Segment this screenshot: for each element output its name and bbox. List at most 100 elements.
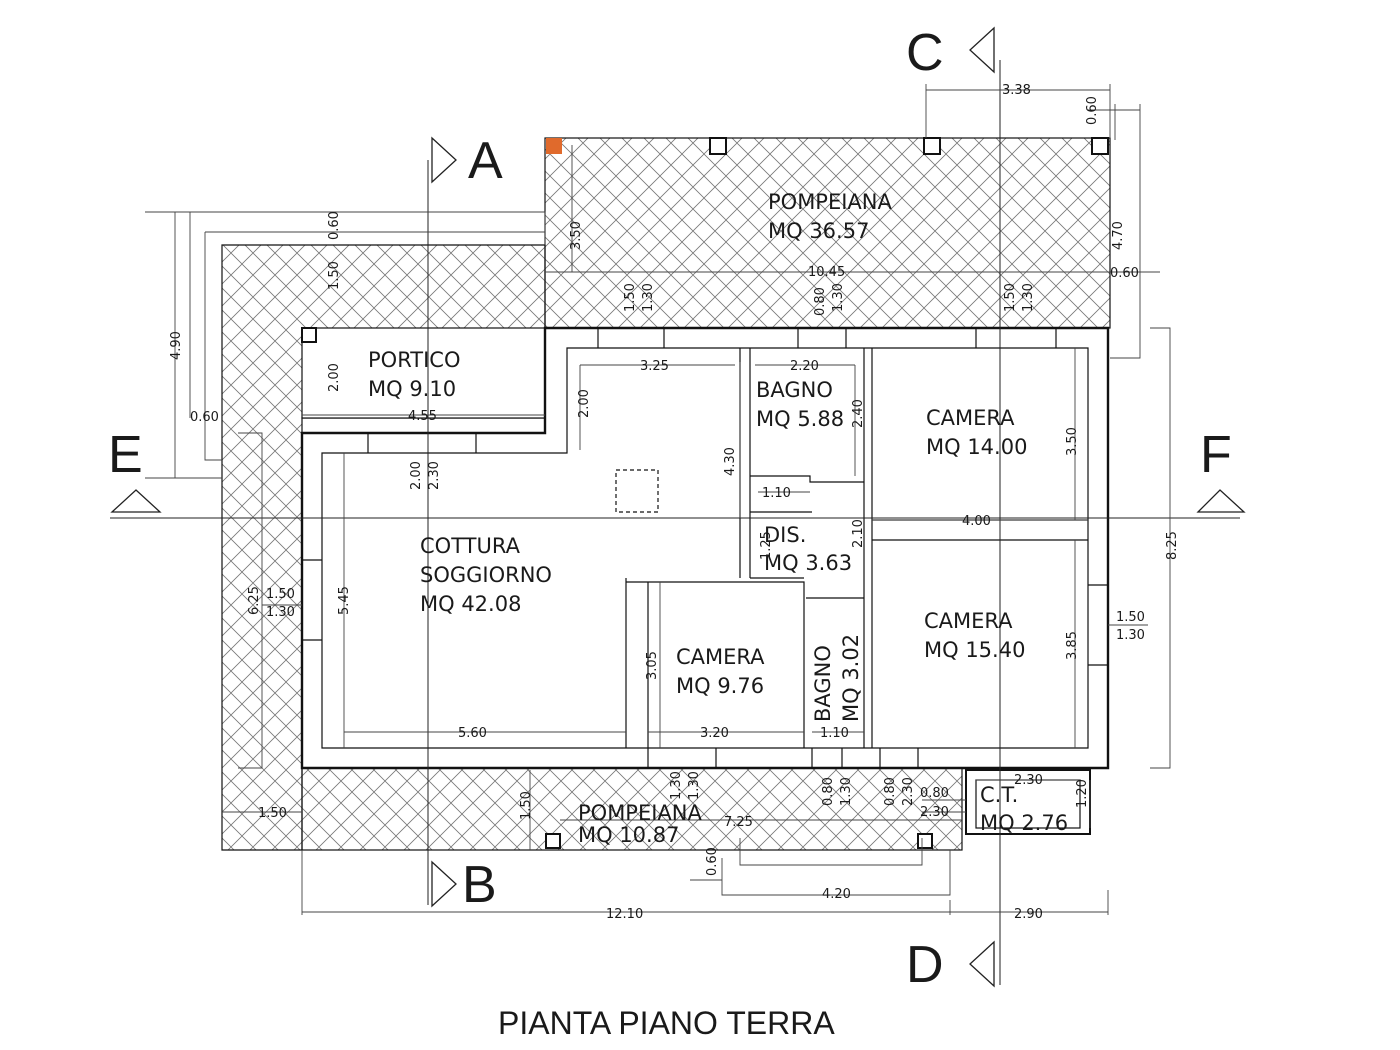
dimension-label: 1.50 <box>623 283 638 312</box>
dimension-label: 1.50 <box>327 261 342 290</box>
room-labels: POMPEIANA MQ 36.57 PORTICO MQ 9.10 BAGNO… <box>368 190 1068 847</box>
dimension-label: 0.80 <box>883 777 898 806</box>
window-bottom-2 <box>811 748 843 768</box>
section-f-arrow-icon <box>1196 489 1246 513</box>
dimension-label: 12.10 <box>606 907 643 922</box>
partition-bagno-dis <box>750 475 864 483</box>
dimension-label: 1.30 <box>669 771 684 800</box>
section-a-label: A <box>468 132 503 190</box>
building-walls <box>300 326 1110 770</box>
section-c-label: C <box>906 24 944 82</box>
pompeiana-bottom-area <box>301 767 963 851</box>
dimension-label: 1.10 <box>762 486 791 501</box>
portico-door <box>367 433 477 453</box>
section-b-label: B <box>462 856 497 914</box>
page-title: PIANTA PIANO TERRA <box>498 1005 835 1041</box>
dimension-label: 3.20 <box>700 726 729 741</box>
room-dis-area: MQ 3.63 <box>764 551 852 575</box>
dimension-label: 2.30 <box>1014 773 1043 788</box>
section-a-arrow-icon <box>431 136 457 184</box>
room-pompeiana-top-name: POMPEIANA <box>768 190 893 214</box>
post <box>1091 137 1109 155</box>
column-marker <box>615 469 659 513</box>
room-camera1-name: CAMERA <box>926 406 1015 430</box>
dimension-label: 2.10 <box>851 519 866 548</box>
room-camera1-area: MQ 14.00 <box>926 435 1027 459</box>
window-bottom-3 <box>879 748 919 768</box>
room-camera3-name: CAMERA <box>676 645 765 669</box>
dimension-label: 1.30 <box>1021 283 1036 312</box>
room-pompeiana-bottom-area: MQ 10.87 <box>578 823 679 847</box>
room-ct-area: MQ 2.76 <box>980 811 1068 835</box>
dimension-label: 4.30 <box>723 447 738 476</box>
room-bagno2-area: MQ 3.02 <box>839 634 863 722</box>
dimension-label: 0.80 <box>821 777 836 806</box>
dimension-label: 2.00 <box>409 461 424 490</box>
dimension-label: 3.50 <box>569 221 584 250</box>
dimension-label: 2.30 <box>427 461 442 490</box>
inner-wall-outline <box>321 347 1089 749</box>
dimension-label: 1.50 <box>1003 283 1018 312</box>
dimension-label: 4.55 <box>408 409 437 424</box>
section-e-arrow-icon <box>110 489 162 513</box>
outer-wall <box>300 326 1110 770</box>
dimension-label: 1.30 <box>641 283 656 312</box>
dimension-label: 1.50 <box>258 806 287 821</box>
dimension-label: 4.90 <box>169 331 184 360</box>
room-pompeiana-bottom-name: POMPEIANA <box>578 801 703 825</box>
partition-dis-bagno <box>750 511 812 579</box>
section-d-arrow-icon <box>969 940 995 988</box>
room-portico-name: PORTICO <box>368 348 460 372</box>
dimension-label: 0.60 <box>327 211 342 240</box>
post <box>545 833 561 849</box>
dimension-label: 3.85 <box>1065 631 1080 660</box>
dimension-lines <box>145 84 1171 915</box>
section-lines: A B C D E F <box>108 24 1246 994</box>
dimension-label: 1.25 <box>759 531 774 560</box>
dimension-label: 2.20 <box>790 359 819 374</box>
section-b-arrow-icon <box>431 860 457 908</box>
section-f-label: F <box>1200 426 1232 484</box>
room-ct-name: C.T. <box>980 783 1018 807</box>
room-bagno2-name: BAGNO <box>811 645 835 722</box>
corner-post-highlight <box>546 138 562 154</box>
room-camera3-area: MQ 9.76 <box>676 674 764 698</box>
dimension-label: 0.80 <box>920 786 949 801</box>
room-soggiorno-line1: COTTURA <box>420 534 521 558</box>
room-camera2-area: MQ 15.40 <box>924 638 1025 662</box>
dimension-label: 1.30 <box>266 605 295 620</box>
dimension-label: 1.30 <box>687 771 702 800</box>
dimension-label: 1.20 <box>1075 779 1090 808</box>
dimension-label: 1.30 <box>839 777 854 806</box>
dimension-label: 2.30 <box>901 777 916 806</box>
dimension-label: 1.50 <box>519 791 534 820</box>
dimension-label: 4.00 <box>962 514 991 529</box>
post <box>917 833 933 849</box>
partition-bagno-camera <box>863 348 873 748</box>
dimension-label: 2.00 <box>327 363 342 392</box>
room-soggiorno-line2: SOGGIORNO <box>420 563 552 587</box>
section-e-label: E <box>108 426 143 484</box>
dimension-label: 1.10 <box>820 726 849 741</box>
partition-camera3 <box>625 578 864 748</box>
dimension-label: 2.40 <box>851 399 866 428</box>
dimension-label: 10.45 <box>808 265 845 280</box>
hatched-areas <box>221 137 1111 851</box>
dimension-labels: 3.38 0.60 3.50 4.70 10.45 0.60 0.60 4.90… <box>169 83 1180 922</box>
post <box>923 137 941 155</box>
room-bagno1-name: BAGNO <box>756 378 833 402</box>
room-camera2-name: CAMERA <box>924 609 1013 633</box>
post <box>709 137 727 155</box>
post <box>301 327 317 343</box>
dimension-label: 5.45 <box>337 586 352 615</box>
window-top-2 <box>797 328 847 348</box>
dimension-label: 1.50 <box>1116 610 1145 625</box>
window-left <box>302 559 322 641</box>
dimension-label: 2.00 <box>577 389 592 418</box>
section-d-label: D <box>906 936 944 994</box>
dimension-label: 0.60 <box>190 410 219 425</box>
dimension-label: 3.38 <box>1002 83 1031 98</box>
window-bottom-1 <box>647 748 717 768</box>
dimension-label: 5.60 <box>458 726 487 741</box>
